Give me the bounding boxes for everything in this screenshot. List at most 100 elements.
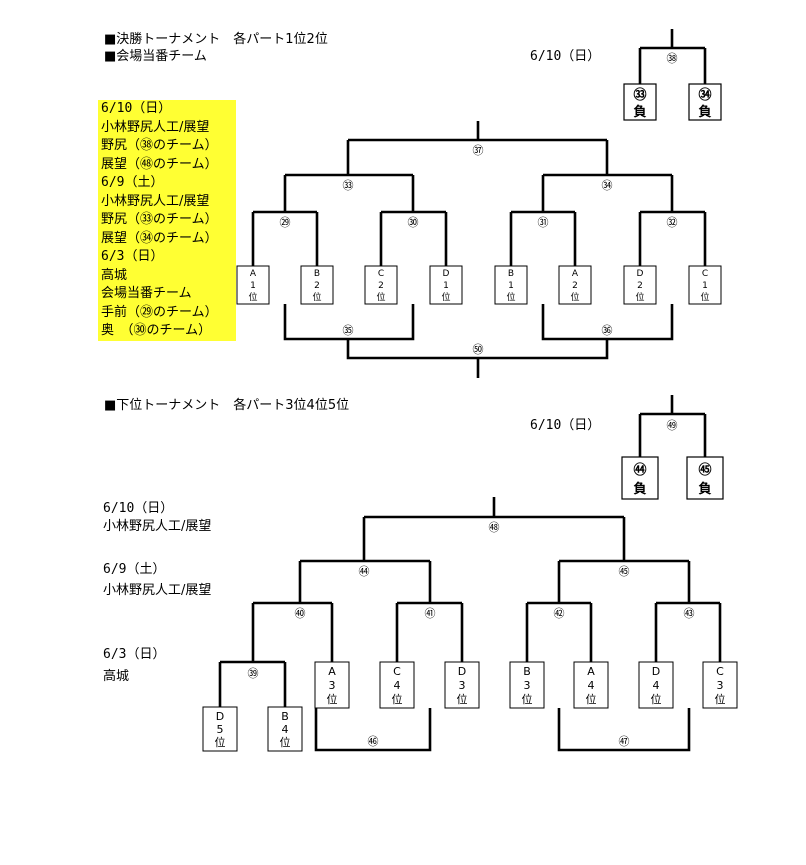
- loser-box-number: ㉝: [633, 87, 646, 103]
- game-number: ㊻: [368, 735, 379, 748]
- loser-box: ㊺ 負: [686, 456, 724, 500]
- bracket-line: [251, 210, 319, 266]
- team-box: B 2 位: [300, 265, 334, 305]
- lower-schedule-venue: 小林野尻人工/展望: [103, 519, 212, 534]
- bracket-line: [638, 210, 707, 266]
- bracket-line: [557, 559, 691, 603]
- bracket-line: [557, 708, 691, 752]
- game-number: ㉙: [280, 216, 291, 229]
- team-rank-suffix: 位: [570, 291, 579, 303]
- loser-box-number: ㊺: [698, 462, 711, 478]
- team-rank-suffix: 位: [376, 291, 385, 303]
- bracket-line: [298, 559, 432, 603]
- game-number: ㊽: [489, 521, 500, 534]
- team-part: D: [637, 269, 644, 279]
- team-box: A 2 位: [558, 265, 592, 305]
- team-box: B 3 位: [509, 661, 545, 709]
- final-schedule-line: 会場当番チーム: [101, 286, 192, 301]
- team-rank: 2: [572, 281, 578, 291]
- team-rank-suffix: 位: [700, 291, 709, 303]
- game-number: ㊵: [295, 607, 306, 620]
- loser-box-label: 負: [633, 104, 646, 120]
- team-box: A 3 位: [314, 661, 350, 709]
- team-rank: 5: [217, 723, 224, 736]
- final-schedule-line: 6/10（日）: [101, 101, 172, 116]
- final-schedule-line: 6/9（土）: [101, 175, 164, 190]
- team-rank: 3: [459, 679, 466, 692]
- team-box: D 1 位: [429, 265, 463, 305]
- loser-box-label: 負: [633, 481, 646, 497]
- game-number: ㊼: [619, 735, 630, 748]
- team-rank: 4: [653, 679, 660, 692]
- team-rank-suffix: 位: [586, 692, 597, 706]
- final-schedule-line: 野尻（㊳のチーム）: [101, 138, 218, 153]
- bracket-line: [654, 601, 722, 662]
- team-rank-suffix: 位: [635, 291, 644, 303]
- lower-tournament-title: ■下位トーナメント 各パート3位4位5位: [104, 398, 350, 413]
- final-schedule-line: 小林野尻人工/展望: [101, 119, 210, 135]
- final-tournament-title: ■決勝トーナメント 各パート1位2位: [104, 32, 328, 47]
- bracket-line: [638, 29, 707, 84]
- team-part: D: [216, 710, 224, 723]
- game-number: ㉞: [602, 179, 613, 192]
- team-rank: 1: [443, 281, 449, 291]
- game-number: ㉛: [538, 216, 549, 229]
- final-schedule-panel: 6/10（日） 小林野尻人工/展望 野尻（㊳のチーム） 展望（㊽のチーム） 6/…: [98, 100, 236, 341]
- team-rank: 2: [637, 281, 643, 291]
- game-number: ㉟: [343, 324, 354, 337]
- team-part: B: [508, 269, 514, 279]
- bracket-line: [314, 708, 432, 752]
- team-part: B: [523, 665, 531, 678]
- team-part: D: [458, 665, 466, 678]
- game-number: ㊸: [684, 607, 695, 620]
- game-number: ㊿: [473, 343, 484, 356]
- lower-top-date: 6/10（日）: [530, 418, 601, 433]
- game-number: ㉚: [408, 216, 419, 229]
- team-part: D: [652, 665, 660, 678]
- loser-box-number: ㉞: [698, 87, 711, 103]
- team-rank-suffix: 位: [280, 735, 291, 749]
- loser-box-label: 負: [698, 481, 711, 497]
- bracket-line: [395, 601, 464, 662]
- team-box: C 4 位: [379, 661, 415, 709]
- bracket-line: [283, 173, 415, 212]
- game-number: ㉝: [343, 179, 354, 192]
- loser-box: ㉝ 負: [623, 83, 657, 121]
- loser-box: ㊹ 負: [621, 456, 659, 500]
- bracket-line: [509, 210, 577, 266]
- team-rank: 2: [378, 281, 384, 291]
- team-rank: 3: [329, 679, 336, 692]
- team-box: D 3 位: [444, 661, 480, 709]
- team-box: A 4 位: [573, 661, 609, 709]
- game-number: ㊳: [667, 52, 678, 65]
- game-number: ㊷: [554, 607, 565, 620]
- team-rank-suffix: 位: [522, 692, 533, 706]
- lower-schedule-venue: 小林野尻人工/展望: [103, 583, 212, 598]
- team-rank-suffix: 位: [441, 291, 450, 303]
- final-schedule-line: 奥 （㉚のチーム）: [101, 323, 212, 338]
- team-part: A: [328, 665, 336, 678]
- team-box: D 2 位: [623, 265, 657, 305]
- team-rank: 1: [508, 281, 514, 291]
- game-number: ㊺: [619, 565, 630, 578]
- team-part: C: [716, 665, 724, 678]
- final-schedule-line: 小林野尻人工/展望: [101, 193, 210, 209]
- team-part: B: [281, 710, 289, 723]
- team-rank: 3: [717, 679, 724, 692]
- game-number: ㊱: [602, 324, 613, 337]
- lower-schedule-date: 6/3（日）: [103, 647, 166, 662]
- lower-bracket: ㊾ ㊽ ㊹ ㊺ ㊵ ㊶ ㊷ ㊸ ㊴ ㊻ ㊼ ㊹ 負 ㊺ 負 D 5 位 B: [202, 395, 738, 752]
- team-rank-suffix: 位: [715, 692, 726, 706]
- team-box: C 3 位: [702, 661, 738, 709]
- host-team-heading: ■会場当番チーム: [104, 49, 207, 64]
- team-rank-suffix: 位: [215, 735, 226, 749]
- team-rank: 3: [524, 679, 531, 692]
- team-rank-suffix: 位: [651, 692, 662, 706]
- bracket-line: [379, 210, 448, 266]
- team-part: A: [250, 269, 257, 279]
- team-part: C: [702, 269, 708, 279]
- final-schedule-line: 展望（㉞のチーム）: [101, 230, 218, 246]
- team-rank-suffix: 位: [312, 291, 321, 303]
- final-schedule-line: 6/3（日）: [101, 249, 164, 264]
